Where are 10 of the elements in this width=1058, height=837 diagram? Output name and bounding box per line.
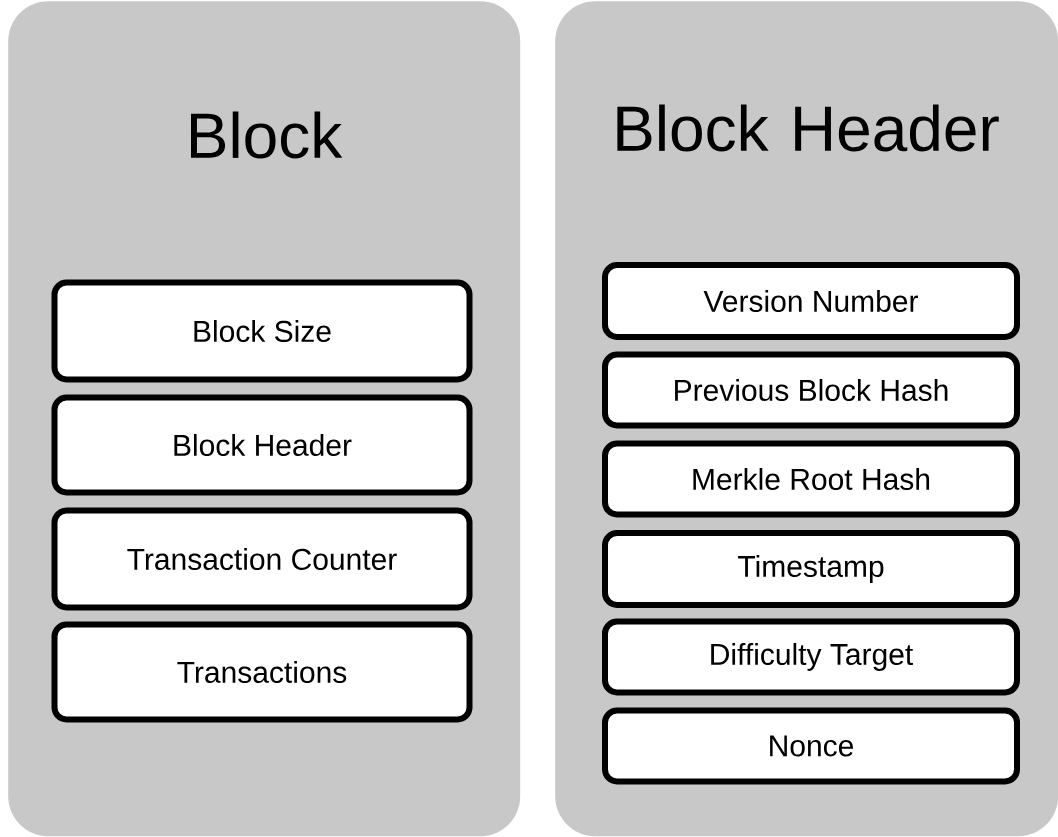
field-box: Difficulty Target (602, 618, 1020, 696)
field-box: Previous Block Hash (602, 351, 1020, 429)
field-box: Block Size (51, 279, 473, 383)
field-box: Nonce (602, 707, 1020, 785)
field-box: Merkle Root Hash (602, 440, 1020, 518)
field-box: Transaction Counter (51, 507, 473, 611)
field-box: Version Number (602, 262, 1020, 340)
field-box: Transactions (51, 621, 473, 723)
field-box: Block Header (51, 394, 473, 496)
field-box: Timestamp (602, 530, 1020, 608)
